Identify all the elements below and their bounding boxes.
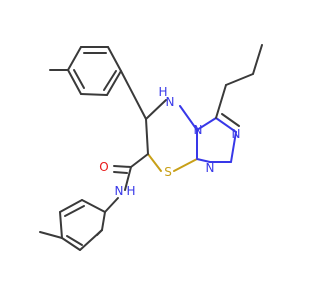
chemical-structure: N H N N N S O N H — [39, 44, 263, 251]
atom-label-n1: N — [206, 161, 215, 175]
atom-label-n2: N — [232, 127, 241, 141]
carboxamide-group — [113, 153, 149, 191]
atom-label-o: O — [99, 160, 108, 174]
atom-label-nh-h: H — [158, 85, 167, 99]
triazole-ring — [196, 113, 240, 163]
thiadiazine-ring — [145, 99, 198, 172]
atom-label-s: S — [164, 165, 172, 179]
atom-label-amide-n: N — [115, 184, 124, 198]
atom-label-amide-h: H — [126, 184, 135, 198]
atom-label-n4: N — [194, 123, 203, 137]
atom-nh-ring: N H — [158, 85, 174, 109]
atom-label-nh-n: N — [166, 95, 175, 109]
atom-amide-nh: N H — [115, 184, 136, 198]
upper-tolyl-group — [49, 46, 147, 120]
lower-tolyl-group — [39, 197, 119, 251]
propyl-group — [215, 44, 263, 119]
